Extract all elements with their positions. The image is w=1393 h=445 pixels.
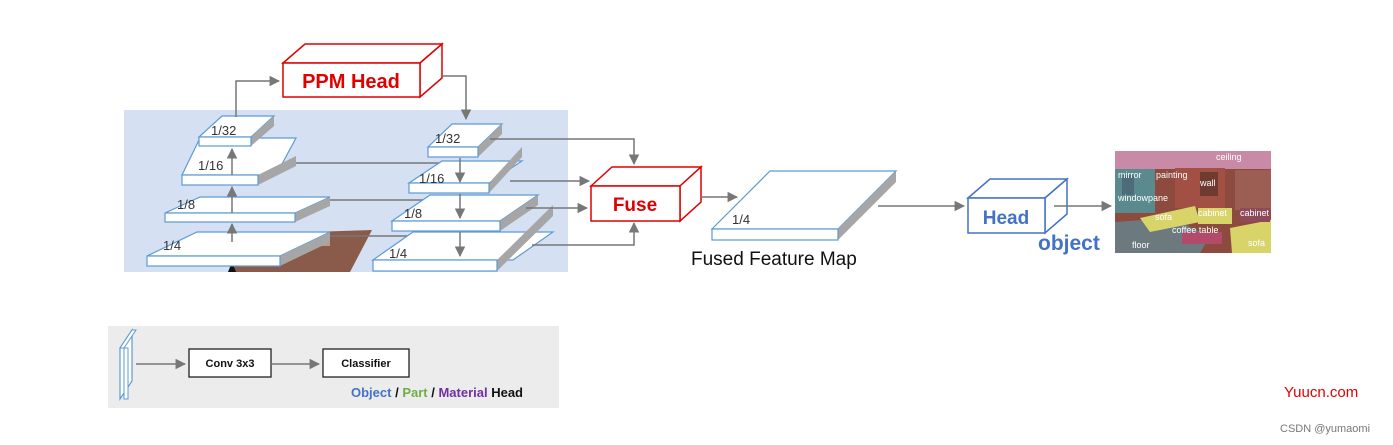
fpn-layer-1-16 [407, 147, 524, 194]
seg-label-sofa-1: sofa [1155, 212, 1172, 222]
seg-label-ceiling: ceiling [1216, 152, 1242, 162]
segmentation-labels: ceiling mirror painting wall windowpane … [1117, 152, 1270, 250]
segmentation-output-image [1115, 151, 1271, 253]
legend-caption: Object / Part / Material Head [351, 385, 523, 400]
arrow-fpn4-to-fuse [532, 221, 640, 246]
arrow-backbone-to-ppm [235, 75, 281, 117]
fpn-scale-1-32: 1/32 [435, 131, 460, 146]
fused-feature-map-label: Fused Feature Map [691, 249, 857, 270]
fpn-layer-1-8 [390, 194, 540, 232]
backbone-scale-1-4: 1/4 [163, 238, 181, 253]
legend-sep-1: / [391, 385, 402, 400]
conv-box [188, 348, 272, 378]
watermark-credit: CSDN @yumaomi [1280, 423, 1370, 435]
backbone-scale-1-16: 1/16 [198, 158, 223, 173]
seg-label-cabinet-1: cabinet [1198, 208, 1228, 218]
fuse-box [589, 165, 703, 223]
legend-head-word: Head [488, 385, 523, 400]
classifier-box [322, 348, 410, 378]
classifier-label: Classifier [341, 358, 391, 370]
backbone-scale-1-8: 1/8 [177, 197, 195, 212]
seg-label-painting: painting [1156, 170, 1188, 180]
fuse-label: Fuse [613, 195, 657, 216]
legend-feature-slab [119, 328, 137, 401]
watermark-site: Yuucn.com [1284, 384, 1358, 401]
legend-sep-2: / [428, 385, 439, 400]
seg-label-mirror: mirror [1118, 170, 1142, 180]
arrow-ppm-to-fpn [442, 75, 472, 121]
seg-label-cabinet-2: cabinet [1240, 208, 1270, 218]
fused-feature-map [710, 170, 898, 241]
seg-label-sofa-2: sofa [1248, 238, 1265, 248]
backbone-layer-1-32 [197, 115, 276, 147]
conv-label: Conv 3x3 [206, 358, 255, 370]
head-label: Head [983, 208, 1029, 229]
ppm-head-box [280, 42, 445, 99]
backbone-layer-1-16 [181, 137, 298, 186]
ppm-head-label: PPM Head [302, 71, 400, 93]
seg-label-wall: wall [1199, 178, 1216, 188]
backbone-layer-1-4 [146, 231, 331, 267]
legend-part-word: Part [402, 385, 428, 400]
fpn-layer-1-32 [426, 123, 504, 158]
fpn-layer-1-4 [371, 205, 555, 272]
seg-label-coffee-table: coffee table [1172, 225, 1218, 235]
fpn-scale-1-16: 1/16 [419, 171, 444, 186]
fused-map-scale: 1/4 [732, 212, 750, 227]
arrow-fpn32-to-fuse [490, 138, 640, 166]
legend-material-word: Material [438, 385, 487, 400]
backbone-layer-1-8 [164, 196, 331, 223]
fpn-scale-1-8: 1/8 [404, 206, 422, 221]
legend-object-word: Object [351, 385, 392, 400]
object-label: object [1038, 232, 1100, 255]
backbone-scale-1-32: 1/32 [211, 123, 236, 138]
seg-label-windowpane: windowpane [1117, 193, 1168, 203]
fpn-scale-1-4: 1/4 [389, 246, 407, 261]
seg-label-floor: floor [1132, 240, 1150, 250]
